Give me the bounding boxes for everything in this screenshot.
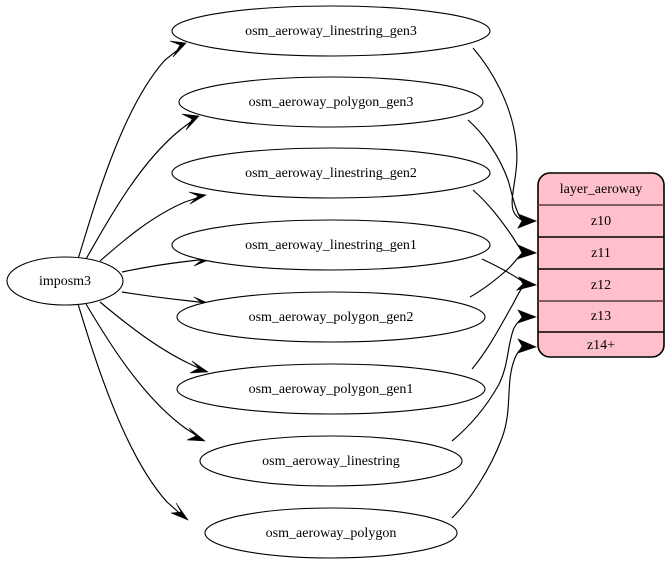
node-shape-polygon-gen2[interactable] <box>176 291 486 343</box>
layer-table-header-label: layer_aeroway <box>560 182 642 197</box>
node-label-polygon-gen1: osm_aeroway_polygon_gen1 <box>249 382 414 397</box>
node-imposm3[interactable]: imposm3 <box>6 256 124 306</box>
layer-table-row-z14[interactable]: z14+ <box>587 338 615 353</box>
edge-imposm3-to-linestring-gen3 <box>77 40 187 260</box>
edge-imposm3-to-polygon-gen3 <box>85 113 200 260</box>
edge-linestring-to-z13 <box>451 309 537 442</box>
node-shape-linestring-gen1[interactable] <box>171 219 491 271</box>
node-osm_aeroway_linestring[interactable]: osm_aeroway_linestring <box>199 435 463 487</box>
node-shape-polygon-gen1[interactable] <box>176 363 486 415</box>
node-osm_aeroway_polygon[interactable]: osm_aeroway_polygon <box>204 507 458 559</box>
node-shape-linestring-gen3[interactable] <box>171 5 491 57</box>
layer-table-outline[interactable] <box>537 172 665 358</box>
edge-imposm3-to-polygon <box>77 303 189 521</box>
node-osm_aeroway_polygon_gen2[interactable]: osm_aeroway_polygon_gen2 <box>176 291 486 343</box>
node-imposm3-label: imposm3 <box>39 274 91 289</box>
node-osm_aeroway_polygon_gen3[interactable]: osm_aeroway_polygon_gen3 <box>178 76 484 128</box>
node-layer-aeroway-table[interactable]: layer_aeroway z10 z11 z12 z13 z14+ <box>537 172 665 358</box>
node-osm_aeroway_linestring_gen3[interactable]: osm_aeroway_linestring_gen3 <box>171 5 491 57</box>
edge-polygon-to-z14 <box>451 338 537 519</box>
node-shape-linestring-gen2[interactable] <box>171 147 491 199</box>
node-label-polygon-gen2: osm_aeroway_polygon_gen2 <box>249 310 414 325</box>
edge-imposm3-to-linestring <box>85 303 206 442</box>
node-label-polygon-gen3: osm_aeroway_polygon_gen3 <box>249 95 414 110</box>
edge-group-tables-to-layer <box>451 47 537 519</box>
node-osm_aeroway_polygon_gen1[interactable]: osm_aeroway_polygon_gen1 <box>176 363 486 415</box>
edge-imposm3-to-polygon-gen1 <box>99 301 209 374</box>
edge-polygon-gen3-to-z10 <box>467 119 537 229</box>
node-label-linestring-gen2: osm_aeroway_linestring_gen2 <box>245 166 417 181</box>
layer-table-row-z10[interactable]: z10 <box>591 214 611 229</box>
layer-table-row-z11[interactable]: z11 <box>591 246 611 261</box>
edge-imposm3-to-linestring-gen2 <box>99 191 207 262</box>
node-label-polygon: osm_aeroway_polygon <box>266 526 397 541</box>
node-label-linestring-gen3: osm_aeroway_linestring_gen3 <box>245 24 417 39</box>
node-osm_aeroway_linestring_gen2[interactable]: osm_aeroway_linestring_gen2 <box>171 147 491 199</box>
node-shape-polygon[interactable] <box>204 507 458 559</box>
layer-table-row-z13[interactable]: z13 <box>591 309 611 324</box>
edge-linestring-gen3-to-z10 <box>472 47 537 229</box>
edge-polygon-gen1-to-z12 <box>471 276 537 370</box>
node-shape-polygon-gen3[interactable] <box>178 76 484 128</box>
node-shape-linestring[interactable] <box>199 435 463 487</box>
node-imposm3-shape[interactable] <box>6 256 124 306</box>
node-label-linestring-gen1: osm_aeroway_linestring_gen1 <box>245 238 417 253</box>
node-label-linestring: osm_aeroway_linestring <box>262 454 400 469</box>
node-osm_aeroway_linestring_gen1[interactable]: osm_aeroway_linestring_gen1 <box>171 219 491 271</box>
layer-table-row-z12[interactable]: z12 <box>591 278 611 293</box>
edge-polygon-gen2-to-z11 <box>469 244 537 298</box>
